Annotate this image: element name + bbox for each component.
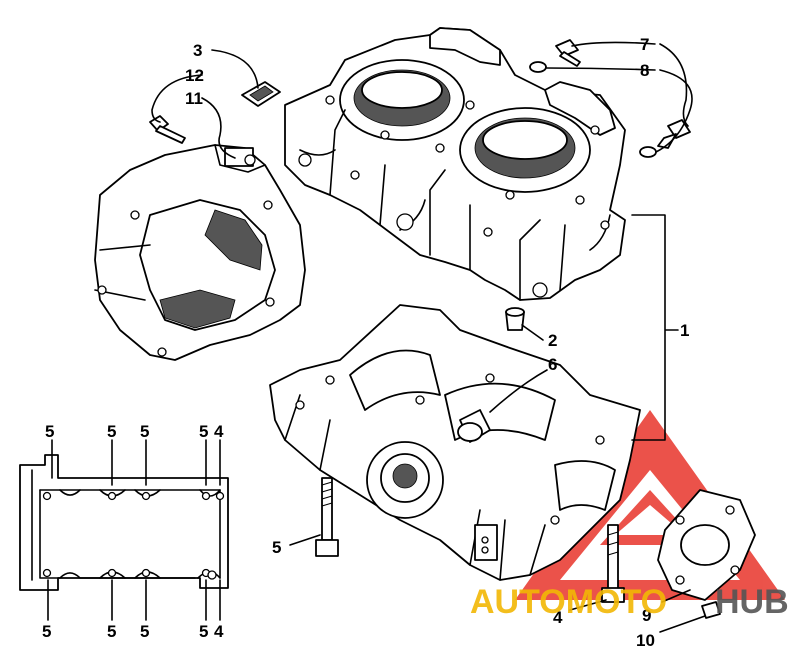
inset-callout-5-top-3: 5 (140, 422, 149, 441)
inset-callout-5-top-1: 5 (45, 422, 54, 441)
washer-part-8-top (529, 61, 547, 73)
watermark-word-hub: HUB (715, 583, 789, 621)
callout-7: 7 (640, 35, 649, 54)
inset-callout-5-bottom-4: 5 (199, 622, 208, 641)
callout-12: 12 (185, 66, 204, 85)
lower-crankcase (269, 304, 641, 581)
callout-labels: 3 12 11 7 8 1 2 6 5 4 9 10 5 5 5 5 4 5 5… (42, 35, 689, 650)
bolt-part-7-top (555, 39, 581, 67)
gasket-part-3 (241, 81, 281, 107)
inset-callout-5-bottom-2: 5 (107, 622, 116, 641)
bolt-part-5-long (315, 477, 339, 557)
inset-callout-4-bottom: 4 (214, 622, 224, 641)
callout-5-left: 5 (272, 538, 281, 557)
callout-11: 11 (185, 89, 203, 108)
cover-plate-part-9 (657, 489, 756, 601)
inset-callout-5-top-4: 5 (199, 422, 208, 441)
stud-part-4 (601, 524, 625, 603)
inset-callout-5-top-2: 5 (107, 422, 116, 441)
callout-4-bottom: 4 (553, 608, 563, 627)
upper-crankcase (284, 27, 626, 301)
inset-callout-5-bottom-3: 5 (140, 622, 149, 641)
dowel-pin-part-2 (505, 307, 525, 331)
callout-6: 6 (548, 355, 557, 374)
watermark-word-automoto: AUTOMOTO (470, 583, 667, 621)
upper-case-bolt-holes (325, 95, 610, 237)
callout-3: 3 (193, 41, 202, 60)
callout-10: 10 (636, 631, 655, 650)
callout-8: 8 (640, 61, 649, 80)
washer-part-8-right (639, 146, 657, 158)
bolt-part-7-right (657, 119, 691, 149)
sealant-pattern-holes (42, 491, 225, 580)
callout-1: 1 (680, 321, 689, 340)
bolt-part-10 (701, 601, 721, 619)
lower-case-bolt-holes (295, 373, 605, 554)
sealant-pattern-inset (19, 454, 229, 591)
watermark-text: AUTOMOTO HUB (470, 583, 789, 621)
leader-lines (47, 41, 706, 633)
end-cover-housing (94, 144, 306, 361)
callout-9: 9 (642, 606, 651, 625)
inset-callout-4-top: 4 (214, 422, 224, 441)
inset-callout-5-bottom-1: 5 (42, 622, 51, 641)
callout-2: 2 (548, 331, 557, 350)
bearing-sleeve-part-6 (457, 409, 491, 443)
